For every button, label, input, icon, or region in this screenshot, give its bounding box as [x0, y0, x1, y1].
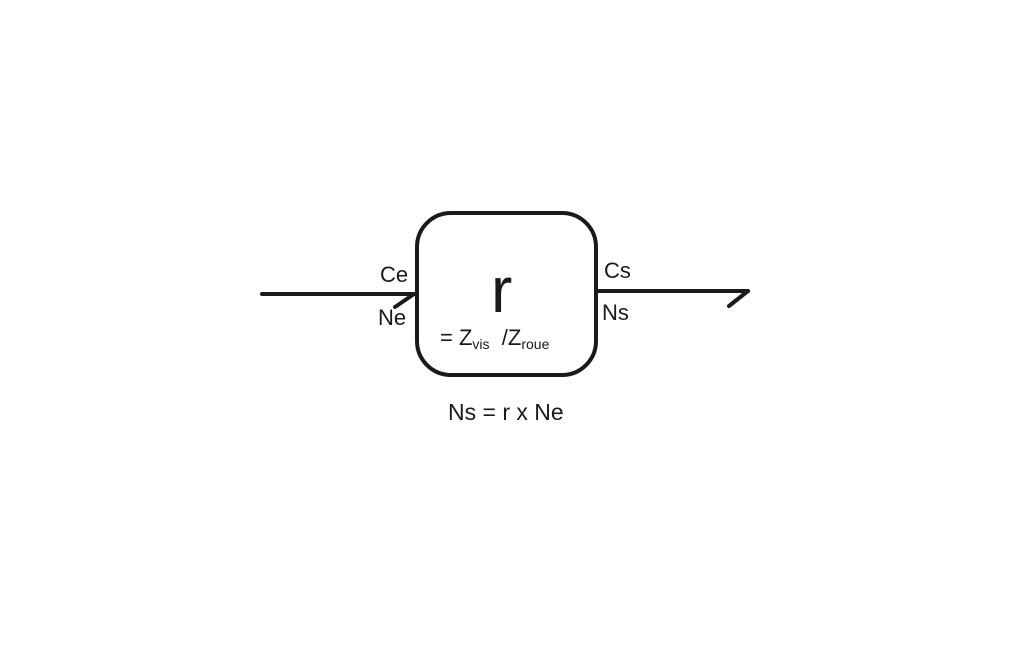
- ratio-block: [415, 211, 598, 377]
- formula-z-vis: Z: [458, 325, 473, 350]
- formula-z-roue: Z: [507, 325, 522, 350]
- output-torque-label: Cs: [604, 258, 631, 283]
- output-shaft-tick: [727, 289, 750, 308]
- input-speed-label: Ne: [378, 305, 407, 330]
- speed-relation: Ns = r x Ne: [448, 399, 564, 425]
- formula-z-vis-subscript: vis: [472, 336, 490, 352]
- ratio-symbol: r: [491, 254, 513, 326]
- output-speed-label: Ns: [602, 300, 629, 325]
- formula-z-roue-subscript: roue: [521, 336, 550, 352]
- input-torque-label: Ce: [380, 262, 409, 287]
- input-shaft-tick: [393, 292, 416, 309]
- formula-equals: =: [440, 325, 459, 350]
- formula-divider: /: [501, 325, 508, 350]
- ratio-formula: = Zvis /Zroue: [440, 325, 550, 352]
